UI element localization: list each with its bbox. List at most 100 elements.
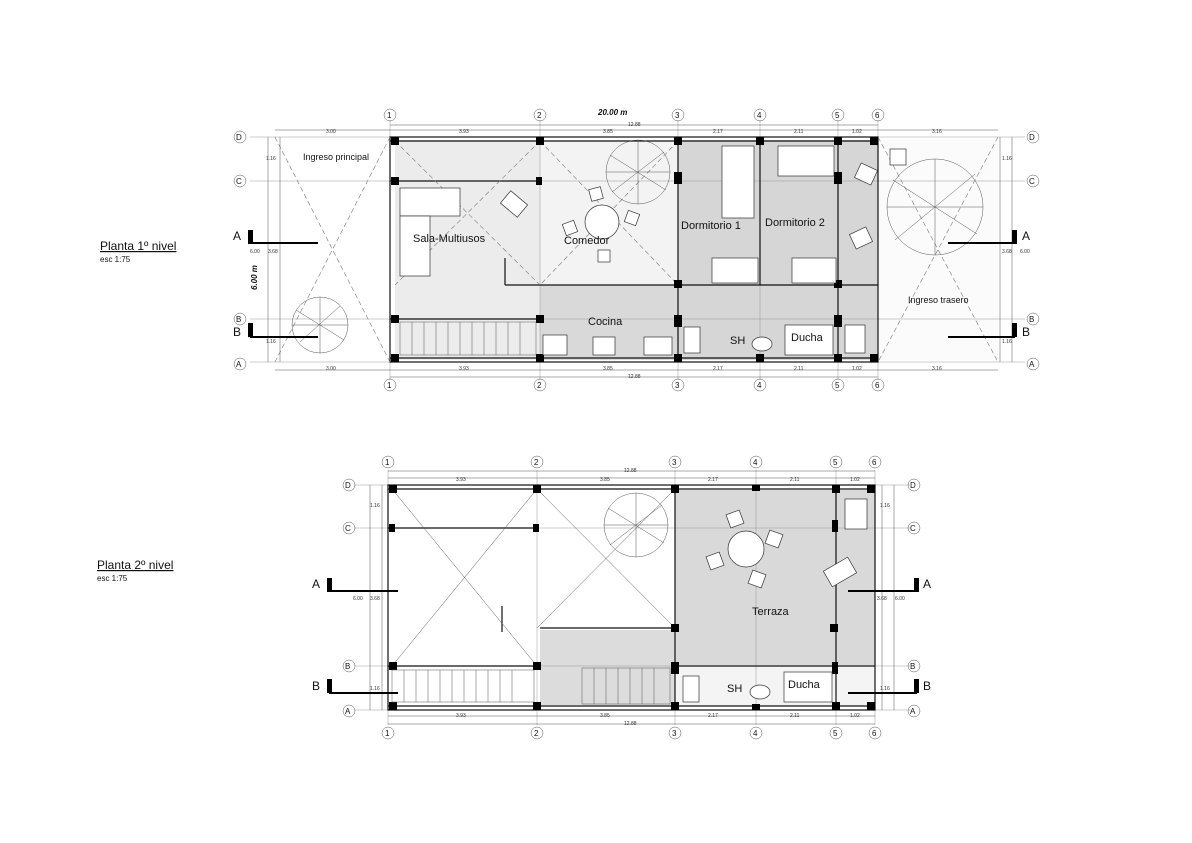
svg-text:4: 4	[753, 458, 758, 467]
dormitorios-zone	[678, 140, 878, 360]
svg-text:3: 3	[675, 381, 680, 390]
svg-text:5: 5	[833, 729, 838, 738]
svg-text:A: A	[312, 577, 320, 591]
svg-text:4: 4	[753, 729, 758, 738]
svg-text:B: B	[345, 662, 350, 671]
room-label-sh: SH	[730, 335, 745, 347]
svg-text:1: 1	[387, 111, 392, 120]
plan-2-scale: esc 1:75	[97, 574, 128, 583]
svg-text:A: A	[1029, 360, 1035, 369]
bed-1	[721, 145, 755, 219]
column-axis-markers: 1 2 3 4 5 6 1 2 3 4 5 6	[383, 108, 885, 392]
svg-text:1.02: 1.02	[852, 366, 862, 372]
row-axis-markers: D C B A D C B A	[342, 478, 921, 718]
svg-text:B: B	[1022, 325, 1030, 339]
room-label-sh-2: SH	[727, 683, 742, 695]
svg-text:12.88: 12.88	[628, 122, 641, 128]
svg-text:2.11: 2.11	[790, 477, 800, 483]
stair-landing-zone	[540, 630, 675, 705]
tree-icon	[886, 158, 984, 256]
svg-text:A: A	[1022, 229, 1030, 243]
plan-1-scale: esc 1:75	[100, 255, 131, 264]
svg-text:D: D	[236, 133, 242, 142]
svg-text:B: B	[233, 325, 241, 339]
armchair	[499, 190, 529, 218]
svg-text:6: 6	[875, 381, 880, 390]
svg-text:3.93: 3.93	[459, 366, 469, 372]
svg-text:2: 2	[534, 729, 539, 738]
svg-text:3.85: 3.85	[603, 366, 613, 372]
svg-text:4: 4	[757, 381, 762, 390]
svg-text:3: 3	[675, 111, 680, 120]
plan-level-1: Ingreso principal Sala-Multiusos Comedor…	[100, 108, 1040, 392]
svg-text:B: B	[312, 679, 320, 693]
svg-text:12.88: 12.88	[628, 374, 641, 380]
svg-text:12.88: 12.88	[624, 468, 637, 474]
svg-text:1: 1	[385, 458, 390, 467]
svg-text:1.16: 1.16	[370, 503, 380, 509]
svg-text:D: D	[910, 481, 916, 490]
desk-2	[791, 257, 837, 284]
svg-text:A: A	[236, 360, 242, 369]
svg-text:1.02: 1.02	[850, 477, 860, 483]
svg-text:3.16: 3.16	[932, 129, 942, 135]
svg-text:3.93: 3.93	[459, 129, 469, 135]
svg-text:3.00: 3.00	[326, 366, 336, 372]
toilet	[751, 336, 773, 352]
svg-text:3: 3	[672, 729, 677, 738]
tree-icon	[291, 296, 349, 354]
svg-text:2.11: 2.11	[794, 129, 804, 135]
svg-text:3.93: 3.93	[456, 477, 466, 483]
shower	[784, 324, 834, 356]
svg-text:3.93: 3.93	[456, 713, 466, 719]
svg-text:3.16: 3.16	[932, 366, 942, 372]
sofa-side	[399, 215, 431, 277]
svg-text:C: C	[1029, 177, 1035, 186]
svg-text:1.16: 1.16	[1002, 339, 1012, 345]
room-label-dormitorio-2: Dormitorio 2	[765, 217, 825, 229]
stairs-level-1	[399, 321, 537, 356]
stove	[592, 336, 616, 356]
structural-columns	[391, 137, 878, 362]
svg-text:1.02: 1.02	[852, 129, 862, 135]
overall-length-label: 20.00 m	[597, 108, 627, 117]
svg-text:6.00: 6.00	[895, 596, 905, 602]
svg-text:5: 5	[835, 381, 840, 390]
svg-text:1.16: 1.16	[266, 339, 276, 345]
svg-text:2: 2	[534, 458, 539, 467]
tree-icon	[605, 139, 671, 205]
svg-text:12.88: 12.88	[624, 721, 637, 727]
room-label-terraza: Terraza	[752, 606, 790, 618]
svg-text:B: B	[236, 315, 241, 324]
svg-text:2.11: 2.11	[794, 366, 804, 372]
svg-text:1.16: 1.16	[370, 686, 380, 692]
svg-text:C: C	[345, 524, 351, 533]
svg-text:2: 2	[537, 111, 542, 120]
svg-text:2.17: 2.17	[713, 366, 723, 372]
toilet	[749, 684, 771, 700]
svg-text:1: 1	[385, 729, 390, 738]
room-label-dormitorio-1: Dormitorio 1	[681, 220, 741, 232]
svg-text:3.85: 3.85	[600, 477, 610, 483]
svg-text:1.02: 1.02	[850, 713, 860, 719]
column-axis-markers: 1 2 3 4 5 6 1 2 3 4 5 6	[381, 455, 882, 740]
room-label-comedor: Comedor	[564, 235, 610, 247]
svg-text:D: D	[345, 481, 351, 490]
svg-text:2: 2	[537, 381, 542, 390]
svg-text:A: A	[910, 707, 916, 716]
section-cut-marks: A B A B	[312, 577, 931, 694]
plan-1-title: Planta 1º nivel	[100, 239, 176, 253]
svg-text:3.68: 3.68	[877, 596, 887, 602]
svg-text:3: 3	[672, 458, 677, 467]
svg-text:A: A	[233, 229, 241, 243]
svg-text:5: 5	[835, 111, 840, 120]
svg-text:B: B	[923, 679, 931, 693]
room-label-cocina: Cocina	[588, 316, 623, 328]
svg-text:D: D	[1029, 133, 1035, 142]
svg-text:B: B	[1029, 315, 1034, 324]
plan-2-title: Planta 2º nivel	[97, 558, 173, 572]
svg-text:3.68: 3.68	[1002, 249, 1012, 255]
patio-trasero-zone	[878, 140, 998, 360]
svg-text:3.00: 3.00	[326, 129, 336, 135]
